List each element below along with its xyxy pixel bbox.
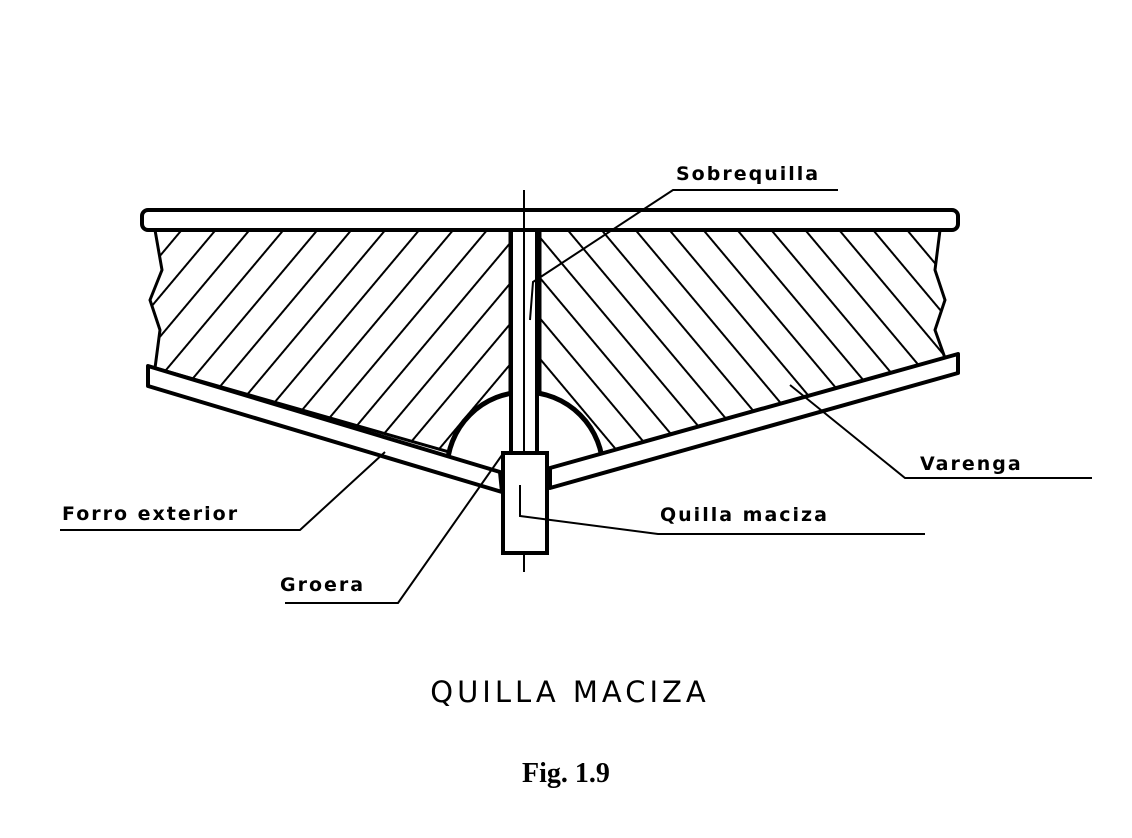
figure-caption: Fig. 1.9 [522, 758, 610, 789]
label-varenga: Varenga [920, 453, 1023, 475]
leader-forro-exterior [60, 451, 386, 531]
quilla-maciza-keel [501, 451, 549, 555]
label-sobrequilla: Sobrequilla [676, 163, 820, 185]
forro-right-plank [548, 352, 960, 490]
label-groera: Groera [280, 574, 365, 596]
varenga-hatched-area [148, 228, 947, 467]
diagram-title: QUILLA MACIZA [430, 675, 710, 709]
label-forro-exterior: Forro exterior [62, 503, 239, 525]
label-quilla-maciza: Quilla maciza [660, 504, 829, 526]
top-plank [140, 208, 960, 232]
leader-sobrequilla [529, 189, 838, 321]
leader-lines [60, 189, 1092, 604]
leader-groera [285, 454, 503, 604]
leader-quilla-maciza [519, 485, 925, 535]
leader-varenga [789, 384, 1092, 479]
